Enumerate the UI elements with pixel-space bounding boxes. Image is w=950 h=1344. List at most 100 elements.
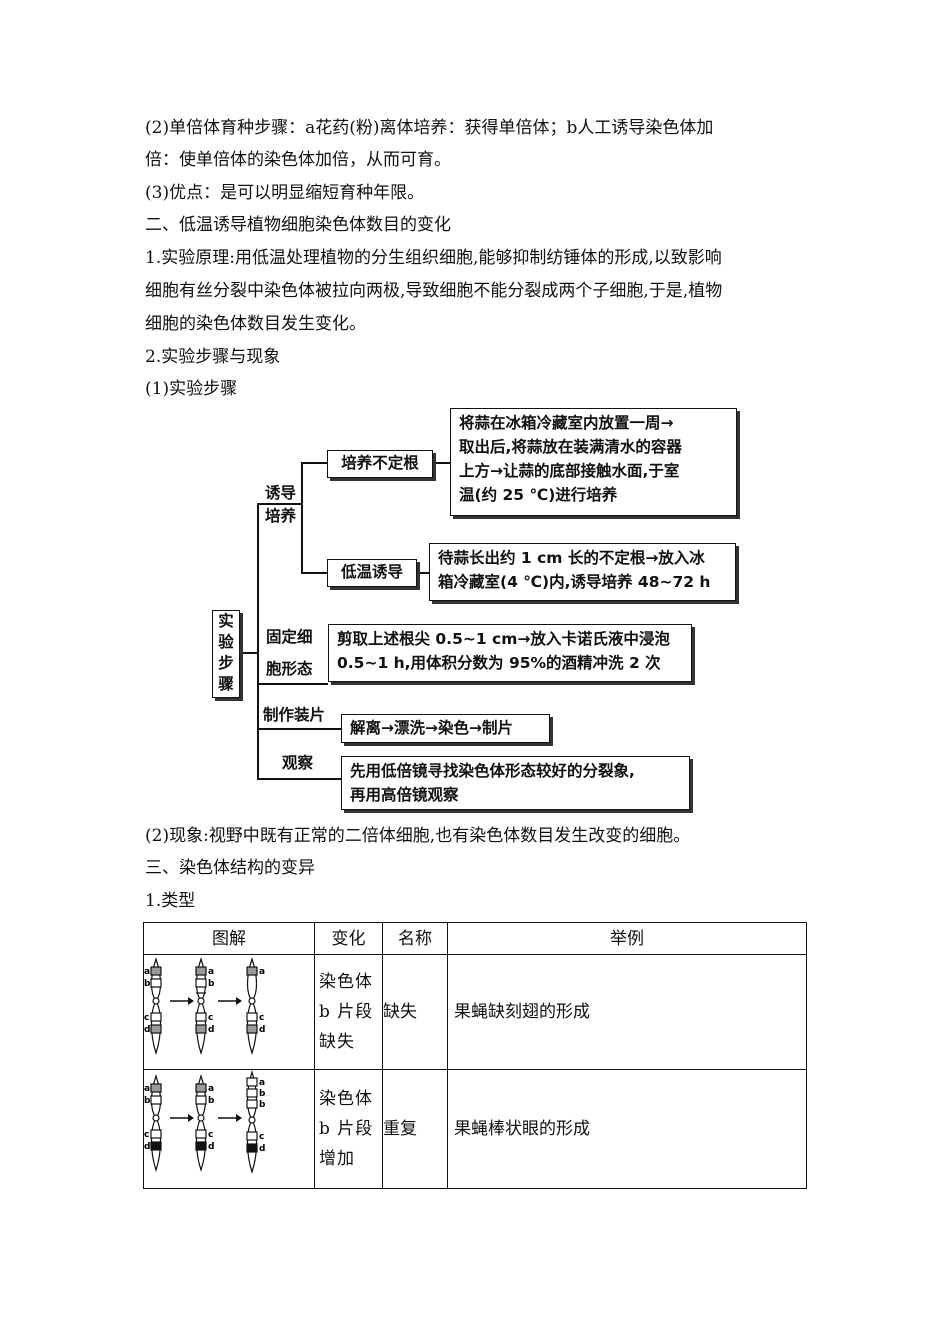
gene-label: d xyxy=(259,1144,265,1154)
detail-line: 待蒜长出约 1 cm 长的不定根→放入冰 xyxy=(438,549,705,567)
root-char: 骤 xyxy=(218,675,234,693)
gene-label: d xyxy=(208,1025,214,1035)
detail-line: 0.5~1 h,用体积分数为 95%的酒精冲洗 2 次 xyxy=(337,654,661,672)
connector-line xyxy=(301,572,327,574)
gene-label: a xyxy=(144,967,150,977)
root-char: 实 xyxy=(218,612,234,630)
name-cell: 缺失 xyxy=(382,954,448,1070)
gene-label: d xyxy=(144,1025,150,1035)
text-line: (1)实验步骤 xyxy=(145,379,238,399)
name-cell: 重复 xyxy=(382,1069,448,1189)
gene-label: d xyxy=(208,1142,214,1152)
root-box: 实 验 步 骤 xyxy=(212,610,240,698)
gene-label: a xyxy=(259,967,265,977)
header-cell: 图解 xyxy=(143,922,315,955)
slide-detail-box: 解离→漂洗→染色→制片 xyxy=(341,714,550,743)
fix-line: 固定细 xyxy=(266,628,313,646)
diagram-cell: a b c d a b c d xyxy=(143,954,315,1070)
lowtemp-box: 低温诱导 xyxy=(327,559,417,587)
text-line: (2)现象:视野中既有正常的二倍体细胞,也有染色体数目发生改变的细胞。 xyxy=(145,826,691,846)
text-line: 细胞的染色体数目发生变化。 xyxy=(145,314,366,334)
slide-label: 制作装片 xyxy=(263,706,326,724)
connector-line xyxy=(433,462,450,464)
text-line: 1.类型 xyxy=(145,891,196,911)
chromosome-icon xyxy=(246,957,258,1055)
detail-line: 取出后,将蒜放在装满清水的容器 xyxy=(459,438,682,456)
induce-line: 诱导 xyxy=(265,484,297,502)
connector-line xyxy=(301,462,327,464)
detail-line: 剪取上述根尖 0.5~1 cm→放入卡诺氏液中浸泡 xyxy=(337,630,670,648)
section-heading: 三、染色体结构的变异 xyxy=(145,858,315,878)
connector-line xyxy=(301,462,303,573)
fix-detail-box: 剪取上述根尖 0.5~1 cm→放入卡诺氏液中浸泡 0.5~1 h,用体积分数为… xyxy=(328,624,692,682)
gene-label: c xyxy=(259,1013,264,1023)
chromosome-icon xyxy=(246,1069,258,1174)
chromosome-icon xyxy=(195,957,207,1055)
change-cell: 染色体 b 片段 缺失 xyxy=(314,954,383,1070)
detail-line: 将蒜在冰箱冷藏室内放置一周→ xyxy=(459,414,674,432)
diagram-cell: a b c d a b c d xyxy=(143,1069,315,1189)
change-line: 缺失 xyxy=(319,1032,355,1052)
induce-line: 培养 xyxy=(265,507,297,525)
root-char: 验 xyxy=(218,633,234,651)
detail-line: 先用低倍镜寻找染色体形态较好的分裂象, xyxy=(350,762,635,780)
change-line: 增加 xyxy=(319,1149,355,1169)
arrow-icon xyxy=(170,997,194,1005)
change-line: b 片段 xyxy=(319,1002,374,1022)
header-cell: 名称 xyxy=(382,922,448,955)
gene-label: a xyxy=(259,1078,265,1088)
observe-detail-box: 先用低倍镜寻找染色体形态较好的分裂象, 再用高倍镜观察 xyxy=(341,756,690,810)
duplication-diagram: a b c d a b c d xyxy=(144,1069,266,1174)
text-line: (2)单倍体育种步骤：a花药(粉)离体培养：获得单倍体；b人工诱导染色体加 xyxy=(145,118,714,138)
chromosome-icon xyxy=(150,1074,162,1172)
fix-line: 胞形态 xyxy=(266,660,313,678)
gene-label: c xyxy=(144,1130,149,1140)
table-row: a b c d a b c d xyxy=(143,954,807,1070)
change-line: 染色体 xyxy=(319,1089,373,1109)
chromosome-icon xyxy=(195,1074,207,1172)
change-line: 染色体 xyxy=(319,972,373,992)
text-line: 倍：使单倍体的染色体加倍，从而可育。 xyxy=(145,150,451,170)
deletion-diagram: a b c d a b c d xyxy=(144,957,265,1055)
example-cell: 果蝇棒状眼的形成 xyxy=(447,1069,807,1189)
induce-label: 诱导 培养 xyxy=(265,482,296,528)
change-line: b 片段 xyxy=(319,1119,374,1139)
gene-label: a xyxy=(208,967,214,977)
text-line: 细胞有丝分裂中染色体被拉向两极,导致细胞不能分裂成两个子细胞,于是,植物 xyxy=(145,281,723,301)
detail-line: 温(约 25 ℃)进行培养 xyxy=(459,486,618,504)
gene-label: b xyxy=(144,1096,151,1106)
text-line: 1.实验原理:用低温处理植物的分生组织细胞,能够抑制纺锤体的形成,以致影响 xyxy=(145,248,722,268)
section-heading: 二、低温诱导植物细胞染色体数目的变化 xyxy=(145,215,451,235)
variation-table: 图解 变化 名称 举例 a b c d xyxy=(143,922,807,1189)
header-cell: 变化 xyxy=(314,922,383,955)
table-row: a b c d a b c d xyxy=(143,1069,807,1189)
fix-label: 固定细 胞形态 xyxy=(266,626,313,681)
observe-label: 观察 xyxy=(282,754,314,772)
gene-label: a xyxy=(208,1084,214,1094)
gene-label: b xyxy=(208,979,215,989)
gene-label: d xyxy=(259,1025,265,1035)
gene-label: b xyxy=(259,1100,266,1110)
gene-label: a xyxy=(144,1084,150,1094)
arrow-icon xyxy=(218,1114,242,1122)
detail-line: 箱冷藏室(4 ℃)内,诱导培养 48~72 h xyxy=(438,573,711,591)
text-line: 2.实验步骤与现象 xyxy=(145,347,281,367)
text-line: (3)优点：是可以明显缩短育种年限。 xyxy=(145,183,425,203)
connector-line xyxy=(257,683,328,685)
gene-label: c xyxy=(208,1013,213,1023)
gene-label: c xyxy=(144,1013,149,1023)
detail-line: 上方→让蒜的底部接触水面,于室 xyxy=(459,462,680,480)
connector-line xyxy=(257,503,302,505)
connector-line xyxy=(257,778,341,780)
table-header-row: 图解 变化 名称 举例 xyxy=(143,922,807,955)
gene-label: c xyxy=(259,1132,264,1142)
header-cell: 举例 xyxy=(447,922,807,955)
gene-label: d xyxy=(144,1142,150,1152)
culture-box: 培养不定根 xyxy=(327,450,433,478)
connector-line xyxy=(257,503,259,779)
example-cell: 果蝇缺刻翅的形成 xyxy=(447,954,807,1070)
lowtemp-detail-box: 待蒜长出约 1 cm 长的不定根→放入冰 箱冷藏室(4 ℃)内,诱导培养 48~… xyxy=(429,543,736,601)
arrow-icon xyxy=(218,997,242,1005)
culture-detail-box: 将蒜在冰箱冷藏室内放置一周→ 取出后,将蒜放在装满清水的容器 上方→让蒜的底部接… xyxy=(450,408,737,516)
gene-label: c xyxy=(208,1130,213,1140)
